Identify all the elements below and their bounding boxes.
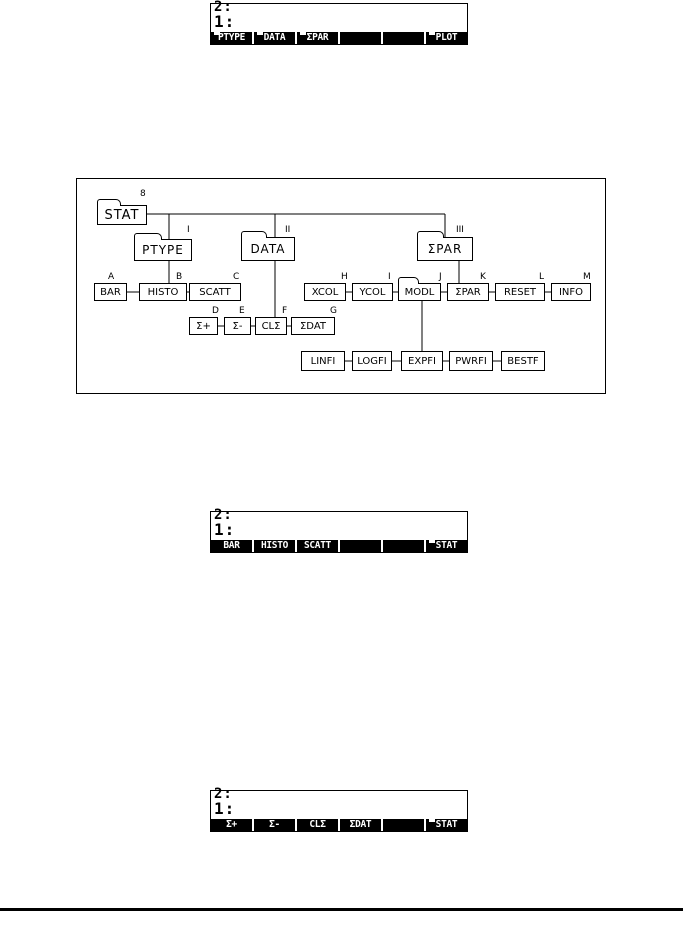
node-bestf: BESTF [501, 351, 545, 371]
softkey-stat[interactable]: STAT [426, 819, 467, 831]
node-sigma-dat: ΣDAT [291, 317, 335, 335]
softkey-plot[interactable]: PLOT [426, 32, 467, 44]
softkey-spar[interactable]: ΣPAR [297, 32, 340, 44]
tag-data: II [285, 225, 291, 235]
node-xcol: XCOL [304, 283, 346, 301]
folder-data: DATA [241, 231, 295, 261]
tag-reset: L [539, 272, 545, 282]
softkey-empty-4[interactable] [340, 32, 383, 44]
node-reset: RESET [495, 283, 545, 301]
tag-sigma-plus: D [212, 306, 219, 316]
tag-spar: III [456, 225, 464, 235]
node-linfi: LINFI [301, 351, 345, 371]
tag-stat: 8 [140, 189, 146, 199]
softkey-empty-5[interactable] [383, 32, 426, 44]
stack-level-1: 1: [214, 12, 236, 31]
stat-menu-tree-diagram: STAT 8 PTYPE I DATA II ΣPAR III BAR A HI… [76, 178, 606, 394]
node-histo: HISTO [139, 283, 187, 301]
node-pwrfi: PWRFI [449, 351, 493, 371]
node-ycol: YCOL [352, 283, 393, 301]
node-sigma-plus: Σ+ [189, 317, 218, 335]
node-clear-sigma: CLΣ [255, 317, 287, 335]
softkey-empty-5[interactable] [383, 819, 426, 831]
node-info: INFO [551, 283, 591, 301]
softkey-sigma-dat[interactable]: ΣDAT [340, 819, 383, 831]
softkey-bar-plot[interactable]: BAR [211, 540, 254, 552]
tag-xcol: H [341, 272, 348, 282]
tag-ycol: I [388, 272, 391, 282]
tag-ptype: I [187, 225, 190, 235]
softkey-sigma-plus[interactable]: Σ+ [211, 819, 254, 831]
calculator-screen-stat-menu: 2: 1: PTYPE DATA ΣPAR PLOT [210, 0, 468, 45]
softkey-bar: PTYPE DATA ΣPAR PLOT [211, 32, 467, 44]
calculator-screen-ptype-menu: 2: 1: BAR HISTO SCATT STAT [210, 507, 468, 553]
folder-modl: MODL [398, 277, 441, 301]
softkey-data[interactable]: DATA [254, 32, 297, 44]
softkey-empty-4[interactable] [340, 540, 383, 552]
tag-clear-sigma: F [282, 306, 288, 316]
softkey-bar: Σ+ Σ- CLΣ ΣDAT STAT [211, 819, 467, 831]
tag-info: M [583, 272, 591, 282]
softkey-bar: BAR HISTO SCATT STAT [211, 540, 467, 552]
softkey-sigma-minus[interactable]: Σ- [254, 819, 297, 831]
stack-level-2: 2: [214, 0, 233, 15]
softkey-empty-5[interactable] [383, 540, 426, 552]
tag-histo: B [176, 272, 183, 282]
stack-level-2: 2: [214, 786, 233, 802]
node-logfi: LOGFI [352, 351, 392, 371]
tag-spar-item: K [480, 272, 486, 282]
stack-level-1: 1: [214, 799, 236, 818]
softkey-histo[interactable]: HISTO [254, 540, 297, 552]
softkey-stat[interactable]: STAT [426, 540, 467, 552]
node-sigma-minus: Σ- [224, 317, 251, 335]
node-expfi: EXPFI [401, 351, 443, 371]
softkey-clear-sigma[interactable]: CLΣ [297, 819, 340, 831]
tag-modl: J [439, 272, 442, 282]
softkey-ptype[interactable]: PTYPE [211, 32, 254, 44]
tag-scatt: C [233, 272, 240, 282]
node-spar: ΣPAR [447, 283, 489, 301]
tag-sigma-minus: E [239, 306, 245, 316]
page-bottom-rule [0, 908, 683, 911]
folder-stat: STAT [97, 199, 147, 225]
folder-spar: ΣPAR [417, 231, 473, 261]
softkey-scatt[interactable]: SCATT [297, 540, 340, 552]
node-scatt: SCATT [189, 283, 241, 301]
folder-ptype: PTYPE [134, 233, 192, 261]
stack-level-2: 2: [214, 507, 233, 523]
stack-level-1: 1: [214, 520, 236, 539]
tag-bar: A [108, 272, 115, 282]
tag-sigma-dat: G [330, 306, 337, 316]
tree-connector-lines [127, 213, 551, 362]
node-bar: BAR [94, 283, 127, 301]
calculator-screen-data-menu: 2: 1: Σ+ Σ- CLΣ ΣDAT STAT [210, 786, 468, 832]
